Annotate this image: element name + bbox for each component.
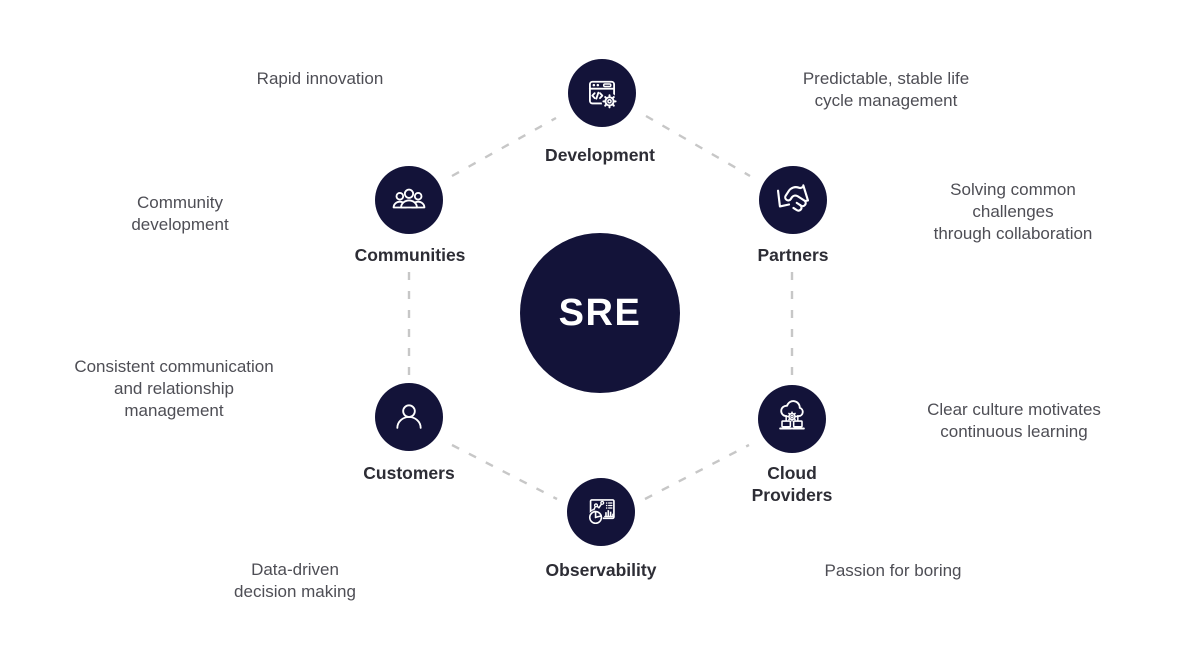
- connector-communities-development: [451, 116, 557, 178]
- cloud-gear-devices-icon: [779, 400, 805, 430]
- handshake-icon: [776, 184, 810, 212]
- annotation-consistent-communication: Consistent communication and relationshi…: [74, 357, 274, 420]
- development-label: Development: [545, 145, 655, 165]
- people-group-icon: [392, 188, 426, 209]
- dashboard-charts-icon: [588, 499, 615, 525]
- connector-customers-observability: [451, 443, 558, 501]
- person-icon: [396, 404, 422, 429]
- development-circle: [568, 59, 636, 127]
- annotation-rapid-innovation: Rapid innovation: [256, 69, 384, 88]
- customers-label: Customers: [363, 463, 455, 483]
- customers-circle: [375, 383, 443, 451]
- observability-circle: [567, 478, 635, 546]
- annotation-predictable-lifecycle: Predictable, stable life cycle managemen…: [802, 69, 970, 110]
- communities-label: Communities: [354, 245, 466, 265]
- cloud-providers-label: Cloud Providers: [751, 463, 833, 505]
- partners-label: Partners: [757, 245, 829, 265]
- partners-circle: [759, 166, 827, 234]
- sre-center-circle: SRE: [520, 233, 680, 393]
- connector-development-partners: [645, 114, 751, 178]
- annotation-community-development: Community development: [131, 193, 229, 234]
- annotation-clear-culture: Clear culture motivates continuous learn…: [927, 400, 1101, 441]
- communities-circle: [375, 166, 443, 234]
- sre-center-label: SRE: [558, 292, 642, 334]
- code-window-gear-icon: [589, 80, 618, 110]
- connector-observability-cloud: [644, 443, 750, 501]
- annotation-passion-for-boring: Passion for boring: [824, 561, 962, 580]
- annotation-data-driven: Data-driven decision making: [234, 560, 356, 601]
- observability-label: Observability: [545, 560, 657, 580]
- annotation-solving-challenges: Solving common challenges through collab…: [933, 180, 1093, 243]
- cloud-providers-circle: [758, 385, 826, 453]
